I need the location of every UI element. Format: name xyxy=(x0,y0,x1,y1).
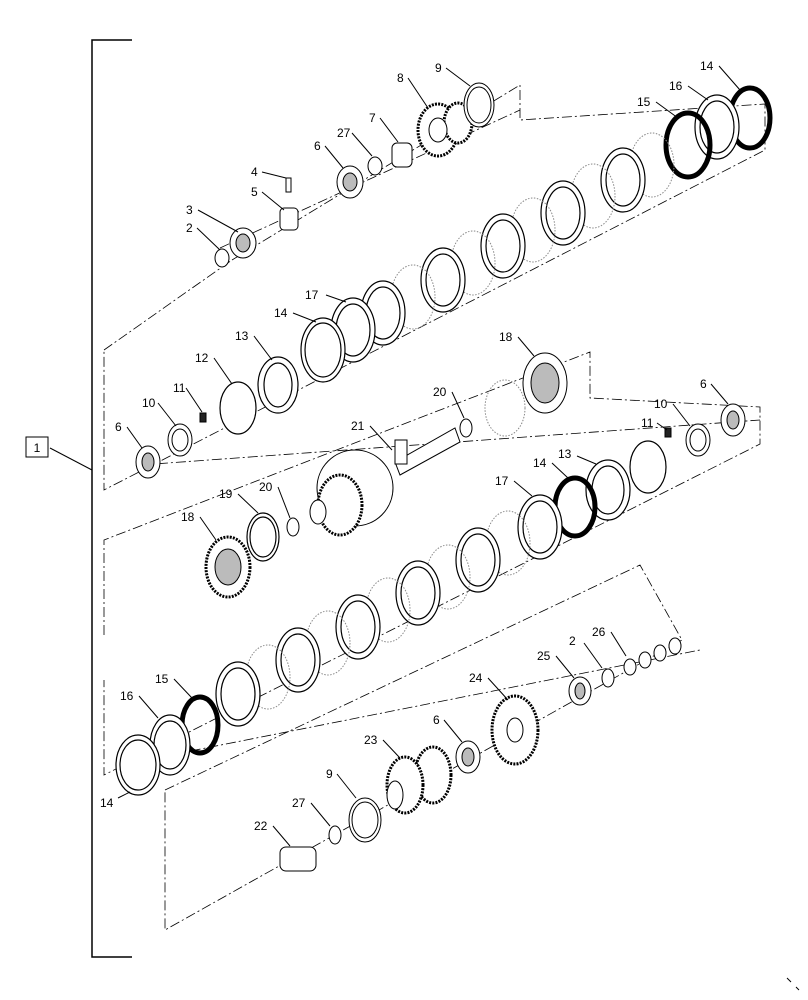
callout-20: 20 xyxy=(259,480,273,494)
callout-19: 19 xyxy=(219,487,233,501)
callout-13: 13 xyxy=(235,329,249,343)
part-8-gear xyxy=(416,101,474,158)
part-5-sleeve xyxy=(279,207,299,231)
callout-9: 9 xyxy=(435,61,442,75)
part-19-ring-right xyxy=(484,379,526,437)
part-4-pin xyxy=(285,177,292,193)
callout-15: 15 xyxy=(637,95,651,109)
callout-10: 10 xyxy=(142,396,156,410)
part-9-ring-top xyxy=(463,82,495,128)
axis-lines xyxy=(103,84,766,931)
callout-15: 15 xyxy=(155,672,169,686)
clutch-pack-upper xyxy=(135,85,773,479)
callout-14: 14 xyxy=(700,59,714,73)
assembly-bracket: 1 xyxy=(25,39,132,958)
callout-12: 12 xyxy=(195,351,209,365)
part-20-ring-right xyxy=(459,418,473,438)
callout-6: 6 xyxy=(700,377,707,391)
corner-mark xyxy=(786,977,800,991)
callout-14: 14 xyxy=(274,306,288,320)
part-6-bearing-top xyxy=(336,165,364,199)
part-11-spring-right xyxy=(664,427,672,438)
callout-10: 10 xyxy=(654,397,668,411)
callout-23: 23 xyxy=(364,733,378,747)
callout-6: 6 xyxy=(115,420,122,434)
part-7-sleeve xyxy=(391,142,413,168)
part-21-shaft xyxy=(309,427,461,537)
part-27-ring-top xyxy=(367,156,383,176)
callout-13: 13 xyxy=(558,447,572,461)
callout-9: 9 xyxy=(326,767,333,781)
callout-17: 17 xyxy=(305,288,319,302)
part-19-ring-left xyxy=(246,512,280,562)
part-24-gear xyxy=(490,694,540,766)
callout-5: 5 xyxy=(251,185,258,199)
callout-14: 14 xyxy=(100,796,114,810)
callout-24: 24 xyxy=(469,671,483,685)
part-18-hub-left xyxy=(204,535,252,599)
callout-4: 4 xyxy=(251,165,258,179)
callout-21: 21 xyxy=(351,419,365,433)
part-18-hub-right xyxy=(522,352,568,414)
callout-16: 16 xyxy=(120,689,134,703)
callout-20: 20 xyxy=(433,385,447,399)
callout-26: 26 xyxy=(592,625,606,639)
assembly-callout-1: 1 xyxy=(34,441,41,455)
part-2-ring-bottom xyxy=(601,668,615,688)
callout-2: 2 xyxy=(186,221,193,235)
part-27-ring-bottom xyxy=(328,825,342,845)
part-23-gear xyxy=(385,745,453,815)
callout-25: 25 xyxy=(537,649,551,663)
callout-18: 18 xyxy=(181,510,195,524)
callout-18: 18 xyxy=(499,330,513,344)
part-6-bearing-bottom xyxy=(455,740,481,774)
part-25-bearing xyxy=(568,676,592,706)
part-20-ring-left xyxy=(286,517,300,537)
callout-22: 22 xyxy=(254,819,268,833)
part-22-sleeve xyxy=(279,846,317,872)
callout-8: 8 xyxy=(397,71,404,85)
callouts: 2 3 4 5 6 27 7 8 9 14 16 15 17 14 13 12 … xyxy=(100,59,741,847)
part-26-rings xyxy=(623,637,682,676)
callout-11: 11 xyxy=(641,416,654,430)
part-2-top xyxy=(214,248,230,268)
callout-2: 2 xyxy=(569,634,576,648)
callout-11: 11 xyxy=(173,381,186,395)
callout-16: 16 xyxy=(669,79,683,93)
part-6-bearing-right xyxy=(720,403,746,437)
part-3-bearing xyxy=(229,227,257,259)
callout-3: 3 xyxy=(186,203,193,217)
callout-27: 27 xyxy=(292,796,306,810)
callout-6: 6 xyxy=(433,713,440,727)
callout-14: 14 xyxy=(533,456,547,470)
callout-27: 27 xyxy=(337,126,351,140)
part-9-ring-bottom xyxy=(348,797,382,843)
callout-17: 17 xyxy=(495,474,509,488)
callout-6: 6 xyxy=(314,139,321,153)
part-10-bearing-right xyxy=(685,423,711,457)
callout-7: 7 xyxy=(369,111,376,125)
clutch-pack-lower xyxy=(115,440,667,796)
